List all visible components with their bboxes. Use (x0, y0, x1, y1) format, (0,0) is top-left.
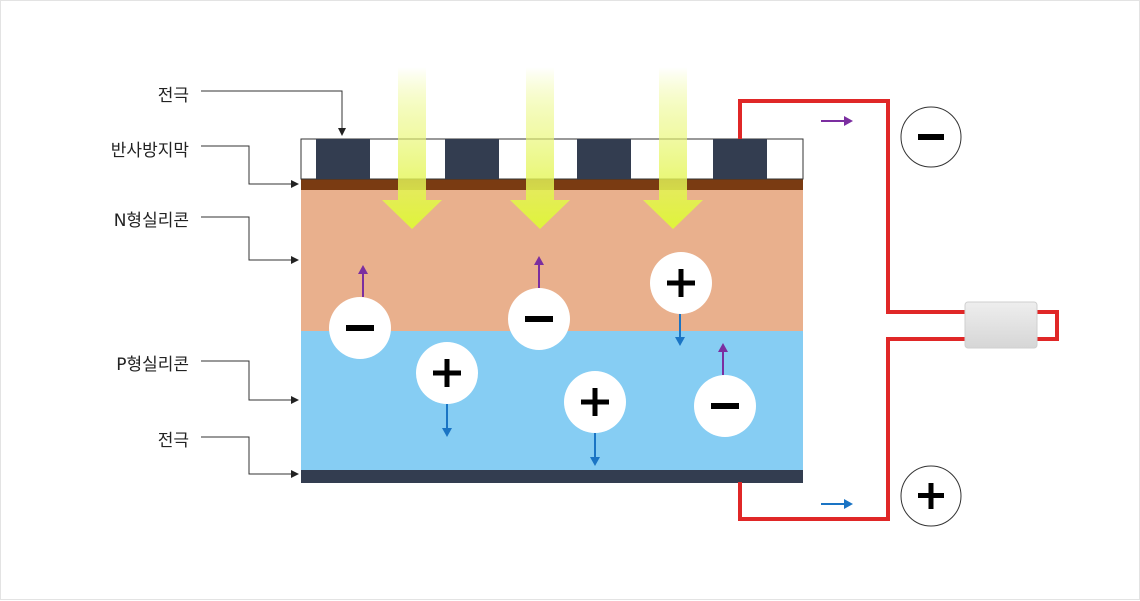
hole-drift-arrow (442, 404, 452, 437)
hole-drift-arrow (675, 313, 685, 346)
wire-loop (1035, 310, 1059, 341)
wire-bottom (738, 337, 967, 521)
leader-top-electrode (201, 90, 346, 136)
sunlight-arrows (382, 67, 703, 229)
sunlight-arrow (382, 67, 442, 229)
electron-drift-arrows (358, 256, 728, 375)
top-electrode-finger (316, 139, 370, 179)
electron-drift-arrow (358, 265, 368, 297)
sunlight-arrow (510, 67, 570, 229)
top-electrode-finger (445, 139, 499, 179)
top-electrode-finger (713, 139, 767, 179)
load-resistor (964, 301, 1038, 349)
electron (694, 375, 756, 437)
hole (564, 371, 626, 433)
label-bottom-electrode: 전극 (157, 431, 189, 451)
label-anti-reflection: 반사방지막 (110, 141, 189, 161)
wire-top (738, 99, 967, 314)
leader-n-silicon (201, 216, 299, 264)
leader-anti-reflection (201, 145, 299, 188)
external-circuit (738, 99, 1059, 521)
bottom-electrode (301, 470, 803, 483)
label-p-silicon: P형실리콘 (116, 355, 189, 375)
electron-flow-arrow (821, 116, 853, 126)
hole-flow-arrow (821, 499, 853, 509)
label-top-electrode: 전극 (157, 86, 189, 106)
hole (416, 342, 478, 404)
leader-lines (201, 90, 346, 478)
electron (329, 297, 391, 359)
leader-bottom-electrode (201, 436, 299, 478)
positive-terminal (900, 465, 962, 527)
hole-drift-arrow (590, 433, 600, 466)
hole-drift-arrows (442, 313, 685, 466)
label-n-silicon: N형실리콘 (113, 211, 189, 231)
electron (508, 288, 570, 350)
negative-terminal (900, 106, 962, 168)
electron-drift-arrow (718, 343, 728, 375)
sunlight-arrow (643, 67, 703, 229)
leader-p-silicon (201, 360, 299, 404)
electron-drift-arrow (534, 256, 544, 288)
hole (650, 252, 712, 314)
top-electrode-finger (577, 139, 631, 179)
